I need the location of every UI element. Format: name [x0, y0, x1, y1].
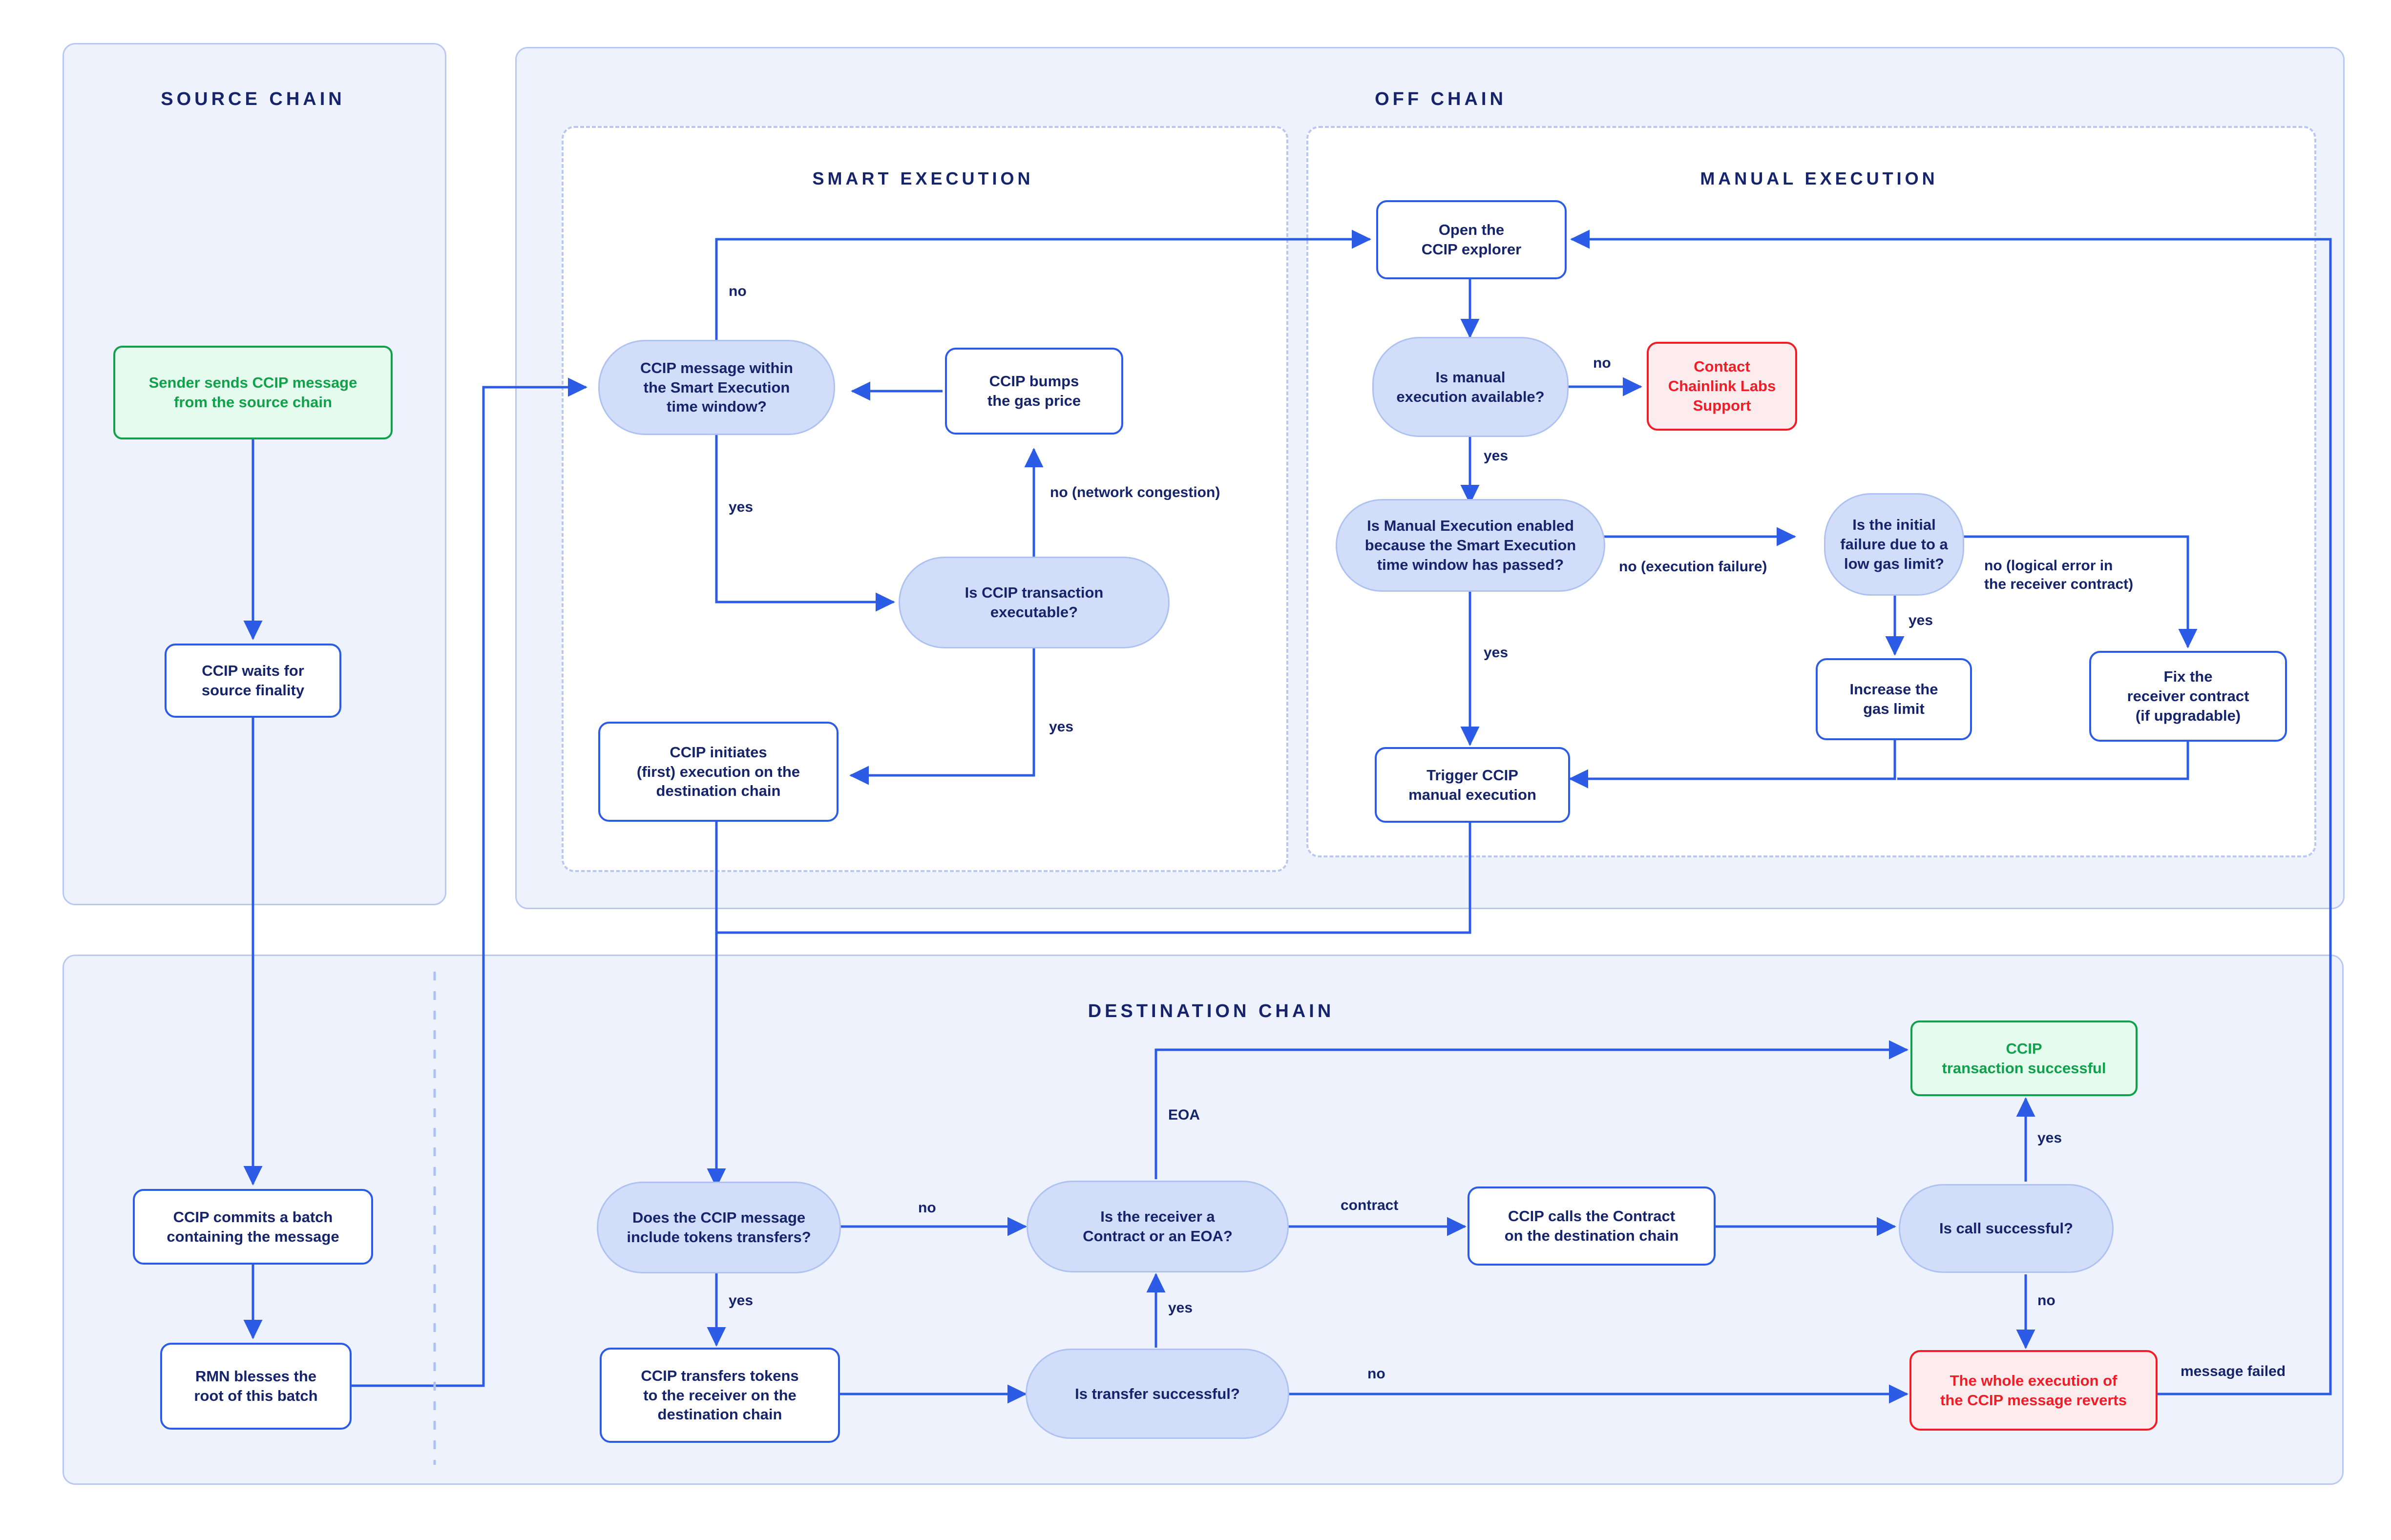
node-tx-successful[interactable]: CCIP transaction successful	[1910, 1020, 2138, 1096]
node-call-successful[interactable]: Is call successful?	[1899, 1184, 2114, 1273]
node-within-window[interactable]: CCIP message within the Smart Execution …	[598, 340, 835, 435]
edge-label-no-manual: no	[1593, 355, 1611, 371]
lane-title-off-chain: OFF CHAIN	[1375, 89, 1507, 109]
edge-label-no-window: no	[729, 283, 747, 299]
edge-label-message-failed: message failed	[2181, 1363, 2286, 1379]
node-low-gas-limit[interactable]: Is the initial failure due to a low gas …	[1824, 493, 1964, 596]
node-waits-finality[interactable]: CCIP waits for source finality	[165, 644, 341, 718]
node-includes-tokens[interactable]: Does the CCIP message include tokens tra…	[597, 1182, 841, 1273]
edge-fix-receiver-to-trigger	[1897, 738, 2189, 780]
edge-trigger-to-destination	[715, 806, 1471, 1186]
edge-increase-gas-to-trigger	[1569, 738, 1896, 789]
edge-label-yes-tokens: yes	[729, 1292, 754, 1309]
edge-label-no-tokens: no	[918, 1200, 936, 1216]
lane-title-manual-execution: MANUAL EXECUTION	[1700, 168, 1938, 188]
edge-low-gas-no	[1962, 535, 2198, 648]
node-sender-sends[interactable]: Sender sends CCIP message from the sourc…	[113, 346, 393, 439]
lane-title-smart-execution: SMART EXECUTION	[812, 168, 1034, 188]
node-bumps-gas[interactable]: CCIP bumps the gas price	[945, 348, 1123, 435]
edge-label-no-transfer: no	[1367, 1366, 1385, 1382]
edge-label-no-execution-failure: no (execution failure)	[1619, 559, 1767, 575]
edge-label-yes-executable: yes	[1049, 719, 1074, 735]
edge-label-no-logical-error: no (logical error in the receiver contra…	[1984, 558, 2134, 592]
node-contact-support[interactable]: Contact Chainlink Labs Support	[1647, 342, 1797, 431]
node-commits-batch[interactable]: CCIP commits a batch containing the mess…	[133, 1189, 373, 1265]
node-transfer-successful[interactable]: Is transfer successful?	[1026, 1349, 1289, 1439]
node-increase-gas[interactable]: Increase the gas limit	[1816, 658, 1972, 740]
lane-source-chain	[63, 43, 446, 905]
node-transfers-tokens[interactable]: CCIP transfers tokens to the receiver on…	[600, 1348, 840, 1443]
edge-tx-executable-yes	[849, 647, 1035, 785]
node-open-explorer[interactable]: Open the CCIP explorer	[1376, 200, 1567, 279]
node-trigger-manual[interactable]: Trigger CCIP manual execution	[1375, 747, 1570, 823]
edge-within-window-no	[715, 229, 1371, 340]
edge-label-contract: contract	[1341, 1197, 1399, 1213]
node-fix-receiver[interactable]: Fix the receiver contract (if upgradable…	[2089, 651, 2287, 742]
edge-label-yes-transfer: yes	[1168, 1300, 1193, 1316]
edge-label-no-call: no	[2037, 1292, 2055, 1309]
node-manual-available[interactable]: Is manual execution available?	[1372, 337, 1569, 437]
node-receiver-kind[interactable]: Is the receiver a Contract or an EOA?	[1027, 1181, 1289, 1272]
edge-message-failed	[1570, 229, 2332, 1395]
edge-rmn-to-within-window	[352, 377, 587, 1387]
lane-title-source-chain: SOURCE CHAIN	[161, 89, 345, 109]
edge-label-yes-call: yes	[2037, 1130, 2062, 1146]
node-initiates-execution[interactable]: CCIP initiates (first) execution on the …	[598, 722, 839, 822]
edge-label-no-network-congestion: no (network congestion)	[1050, 484, 1220, 500]
edge-label-yes-window: yes	[729, 499, 754, 515]
edge-label-yes-manual: yes	[1484, 448, 1509, 464]
node-calls-contract[interactable]: CCIP calls the Contract on the destinati…	[1468, 1186, 1716, 1266]
edge-label-eoa: EOA	[1168, 1107, 1200, 1123]
edge-receiver-kind-eoa	[1154, 1040, 1909, 1179]
node-execution-reverts[interactable]: The whole execution of the CCIP message …	[1909, 1350, 2158, 1431]
edge-label-yes-low-gas: yes	[1909, 612, 1933, 628]
edge-within-window-yes	[715, 435, 895, 612]
lane-title-destination-chain: DESTINATION CHAIN	[1088, 1001, 1335, 1021]
node-manual-enabled[interactable]: Is Manual Execution enabled because the …	[1336, 499, 1605, 592]
node-tx-executable[interactable]: Is CCIP transaction executable?	[899, 557, 1170, 648]
node-rmn-blesses[interactable]: RMN blesses the root of this batch	[160, 1343, 352, 1430]
edge-label-yes-manual-enabled: yes	[1484, 645, 1509, 661]
